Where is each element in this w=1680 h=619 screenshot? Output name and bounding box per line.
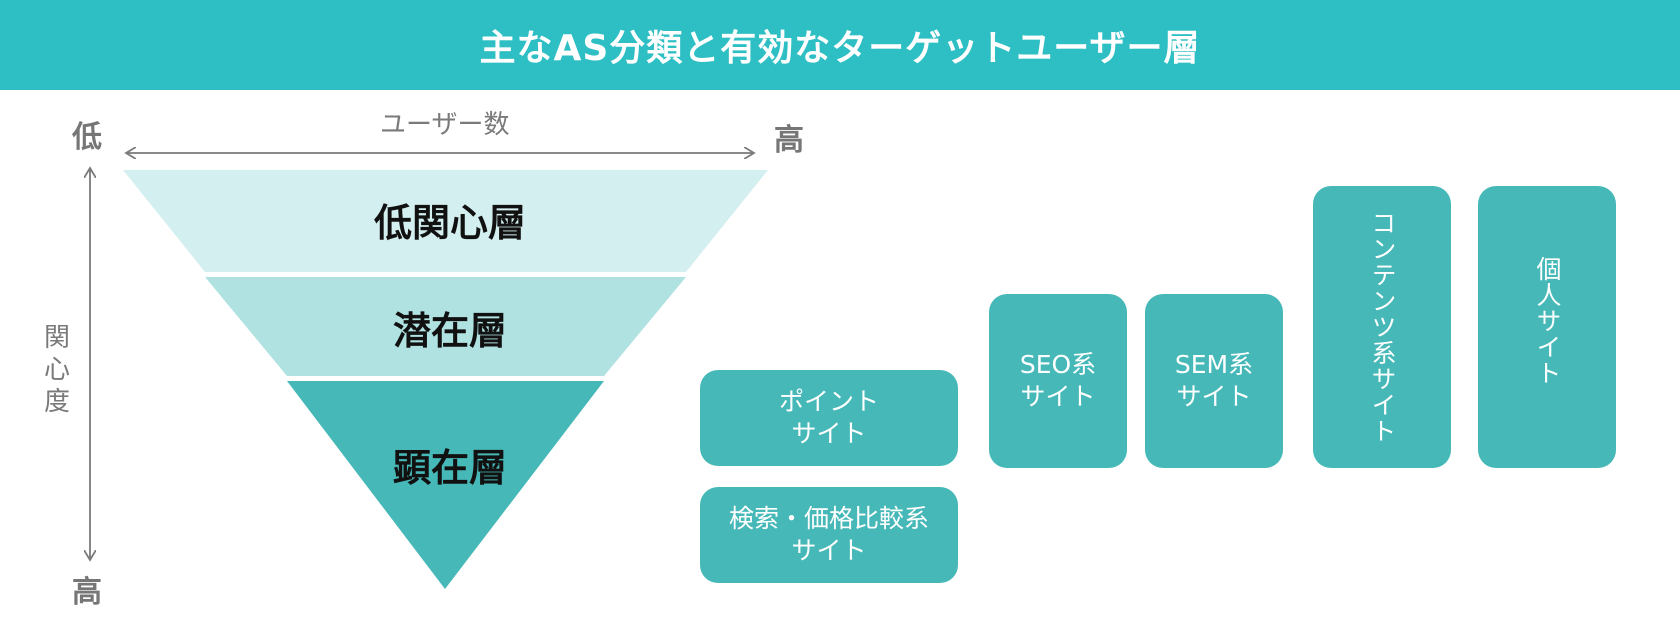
category-sem-site-label: SEM系 サイト	[1174, 350, 1254, 411]
category-seo-site: SEO系 サイト	[989, 294, 1127, 468]
diagram-title-banner: 主なAS分類と有効なターゲットユーザー層	[0, 0, 1680, 90]
funnel-tier-latent	[205, 277, 686, 376]
tier-label-latent: 潜在層	[392, 309, 507, 353]
user-count-low-label: 低	[72, 120, 102, 155]
category-search-price-comparison: 検索・価格比較系 サイト	[700, 487, 958, 583]
interest-high-label: 高	[72, 575, 102, 610]
funnel-tier-low-interest	[123, 170, 768, 272]
diagram-title: 主なAS分類と有効なターゲットユーザー層	[479, 28, 1201, 69]
category-point-site: ポイント サイト	[700, 370, 958, 466]
category-seo-site-label: SEO系 サイト	[1019, 350, 1097, 411]
user-count-high-label: 高	[774, 123, 804, 158]
interest-axis-title: 関心度	[43, 323, 70, 417]
category-point-site-label: ポイント サイト	[778, 387, 879, 448]
tier-label-low-interest: 低関心層	[373, 201, 526, 245]
category-personal-site-label: 個人サイト	[1533, 256, 1562, 386]
funnel-tier-apparent	[287, 381, 604, 589]
category-content-site-label: コンテンツ系サイト	[1368, 210, 1397, 444]
category-content-site: コンテンツ系サイト	[1313, 186, 1451, 468]
category-sem-site: SEM系 サイト	[1145, 294, 1283, 468]
category-search-price-comparison-label: 検索・価格比較系 サイト	[728, 504, 929, 565]
category-personal-site: 個人サイト	[1478, 186, 1616, 468]
user-count-axis-title: ユーザー数	[380, 110, 510, 140]
tier-label-apparent: 顕在層	[392, 446, 507, 490]
